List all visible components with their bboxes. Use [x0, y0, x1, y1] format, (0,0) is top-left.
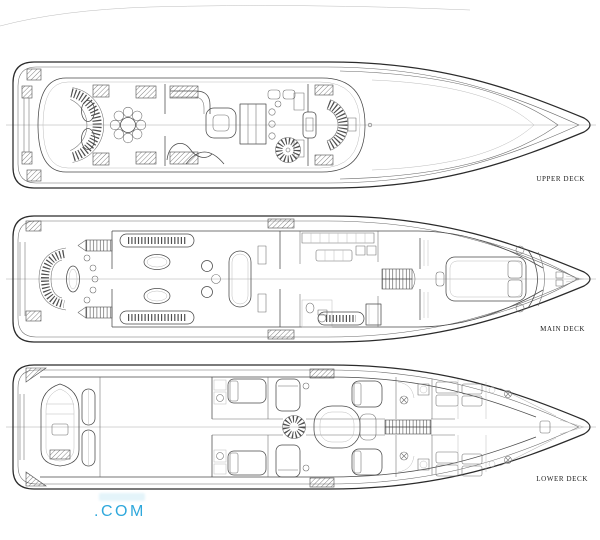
nightstand: [515, 245, 525, 255]
headboard: [527, 249, 538, 309]
piano: [185, 151, 225, 165]
lower-deck-crew-quarters: [435, 379, 585, 477]
toilet: [216, 452, 224, 460]
main-deck-salon: [111, 231, 281, 327]
bar-stool: [268, 120, 276, 128]
pillow: [229, 452, 239, 474]
upper-deck-skylounge: [164, 84, 309, 166]
helm-console-fan: [326, 100, 348, 150]
bunk: [461, 383, 483, 395]
guest-bed: [227, 378, 267, 404]
lower-deck-guest-cabins: [213, 368, 377, 488]
aft-curved-sunbed: [70, 88, 102, 162]
coffee-table: [143, 288, 171, 304]
lower-deck-vip-area: [351, 377, 433, 477]
pillow: [229, 380, 239, 402]
upper-deck-hull: [12, 61, 591, 189]
vip-bed: [351, 380, 383, 408]
nightstand: [515, 303, 525, 313]
helm-seat: [302, 111, 317, 139]
main-deck-aft-cockpit: [19, 218, 295, 340]
bar-stool: [268, 132, 276, 140]
side-stairs: [85, 306, 113, 319]
bar: [239, 103, 267, 145]
deck-table-with-chairs: [109, 106, 147, 144]
l-sofa: [170, 90, 211, 114]
chain-locker: [539, 420, 551, 434]
armchair: [201, 286, 213, 298]
tender-boat: [40, 383, 80, 467]
main-deck-plan: MAIN DECK: [6, 215, 596, 343]
cockpit-table: [66, 265, 80, 293]
pillow: [507, 260, 523, 279]
watermark-remnant: [99, 493, 145, 501]
guest-bed: [227, 450, 267, 476]
master-bed: [445, 256, 527, 302]
armchair: [201, 260, 213, 272]
spiral-staircase: [275, 137, 301, 163]
spiral-staircase: [282, 415, 306, 439]
dining-table: [228, 250, 252, 308]
bunk: [461, 395, 483, 407]
upper-deckhouse-outline: [37, 77, 366, 173]
coffee-table: [143, 254, 171, 270]
cabinet: [365, 303, 382, 326]
bunk: [461, 453, 483, 465]
main-deck-label: MAIN DECK: [540, 325, 585, 333]
toilet: [216, 394, 224, 402]
bar-stool: [268, 108, 276, 116]
pillow: [507, 279, 523, 298]
main-deck-galley: [299, 231, 416, 328]
lounge-seat: [205, 107, 237, 139]
lower-deck-corridor: [212, 418, 455, 436]
watermark-text: .COM: [94, 503, 146, 520]
upper-deck-bridge: [302, 84, 357, 166]
lounger: [81, 128, 95, 150]
bunk: [435, 394, 459, 407]
ghost-sheer-line: [0, 5, 471, 27]
vip-bed: [351, 448, 383, 476]
lower-deck-plan: LOWER DECK: [6, 364, 596, 490]
sofa: [317, 311, 365, 326]
upper-deck-plan: UPPER DECK: [6, 61, 596, 189]
bunk: [435, 451, 459, 464]
sofa: [119, 233, 195, 248]
lower-deck-garage: [19, 367, 101, 487]
sink: [305, 302, 315, 314]
day-head: [301, 299, 333, 328]
guest-bed: [275, 378, 301, 412]
upper-deck-aft-deck: [21, 68, 199, 182]
side-stairs: [85, 239, 113, 252]
upper-deck-label: UPPER DECK: [536, 175, 585, 183]
bunk: [461, 465, 483, 477]
lower-deck-label: LOWER DECK: [536, 475, 588, 483]
crescent-bench: [40, 250, 65, 308]
upper-deck-foredeck: [339, 70, 559, 180]
guest-bed: [275, 444, 301, 478]
lounger: [81, 100, 95, 122]
chaise: [166, 142, 213, 161]
sofa: [119, 310, 195, 325]
main-deck-master-cabin: [419, 238, 585, 320]
